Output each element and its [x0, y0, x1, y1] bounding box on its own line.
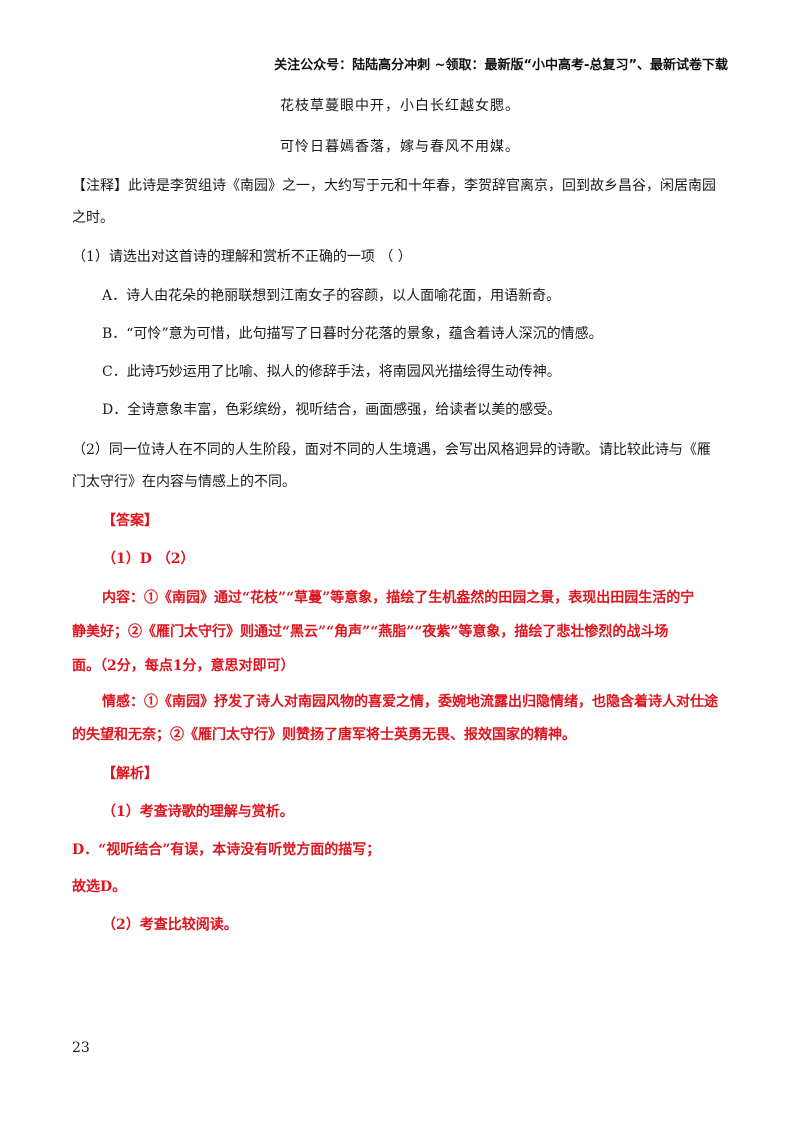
poem-line-2: 可怜日暮嫣香落，嫁与春风不用媒。 [280, 139, 520, 155]
note-line-2: 之时。 [72, 210, 114, 226]
answer-content-line-1: 内容：①《南园》通过“花枝”“草蔓”等意象，描绘了生机盎然的田园之景，表现出田园… [102, 590, 695, 606]
analysis-line-3: 故选D。 [72, 879, 127, 895]
answer-emotion-line-2: 的失望和无奈；②《雁门太守行》则赞扬了唐军将士英勇无畏、报效国家的精神。 [72, 727, 576, 743]
option-b: B．“可怜”意为可惜，此句描写了日暮时分花落的景象，蕴含着诗人深沉的情感。 [102, 326, 603, 342]
poem-line-1: 花枝草蔓眼中开，小白长红越女腮。 [280, 98, 520, 114]
question-2-line-1: （2）同一位诗人在不同的人生阶段，面对不同的人生境遇，会写出风格迥异的诗歌。请比… [72, 442, 711, 458]
answer-heading: 【答案】 [102, 513, 158, 529]
page-header: 关注公众号：陆陆高分冲刺 ~领取：最新版“小中高考-总复习”、最新试卷下载 [274, 58, 728, 73]
option-c: C．此诗巧妙运用了比喻、拟人的修辞手法，将南园风光描绘得生动传神。 [102, 364, 561, 380]
analysis-line-1: （1）考查诗歌的理解与赏析。 [102, 804, 294, 820]
answer-emotion-line-1: 情感：①《南园》抒发了诗人对南园风物的喜爱之情，委婉地流露出归隐情绪，也隐含着诗… [102, 694, 718, 710]
analysis-line-4: （2）考查比较阅读。 [102, 917, 238, 933]
analysis-line-2: D．“视听结合”有误，本诗没有听觉方面的描写； [72, 842, 381, 858]
page-number: 23 [72, 1040, 90, 1056]
option-d: D．全诗意象丰富，色彩缤纷，视听结合，画面感强，给读者以美的感受。 [102, 402, 562, 418]
answer-content-line-3: 面。（2分，每点1分，意思对即可） [72, 658, 295, 674]
question-2-line-2: 门太守行》在内容与情感上的不同。 [72, 474, 296, 490]
answer-content-line-2: 静美好；②《雁门太守行》则通过“黑云”“角声”“燕脂”“夜紫”等意象，描绘了悲壮… [72, 624, 669, 640]
note-line-1: 【注释】此诗是李贺组诗《南园》之一，大约写于元和十年春，李贺辞官离京，回到故乡昌… [72, 178, 716, 194]
answer-key: （1）D （2） [102, 551, 195, 567]
question-1-stem: （1）请选出对这首诗的理解和赏析不正确的一项 （ ） [72, 249, 412, 265]
option-a: A．诗人由花朵的艳丽联想到江南女子的容颜，以人面喻花面，用语新奇。 [102, 288, 561, 304]
analysis-heading: 【解析】 [102, 766, 158, 782]
